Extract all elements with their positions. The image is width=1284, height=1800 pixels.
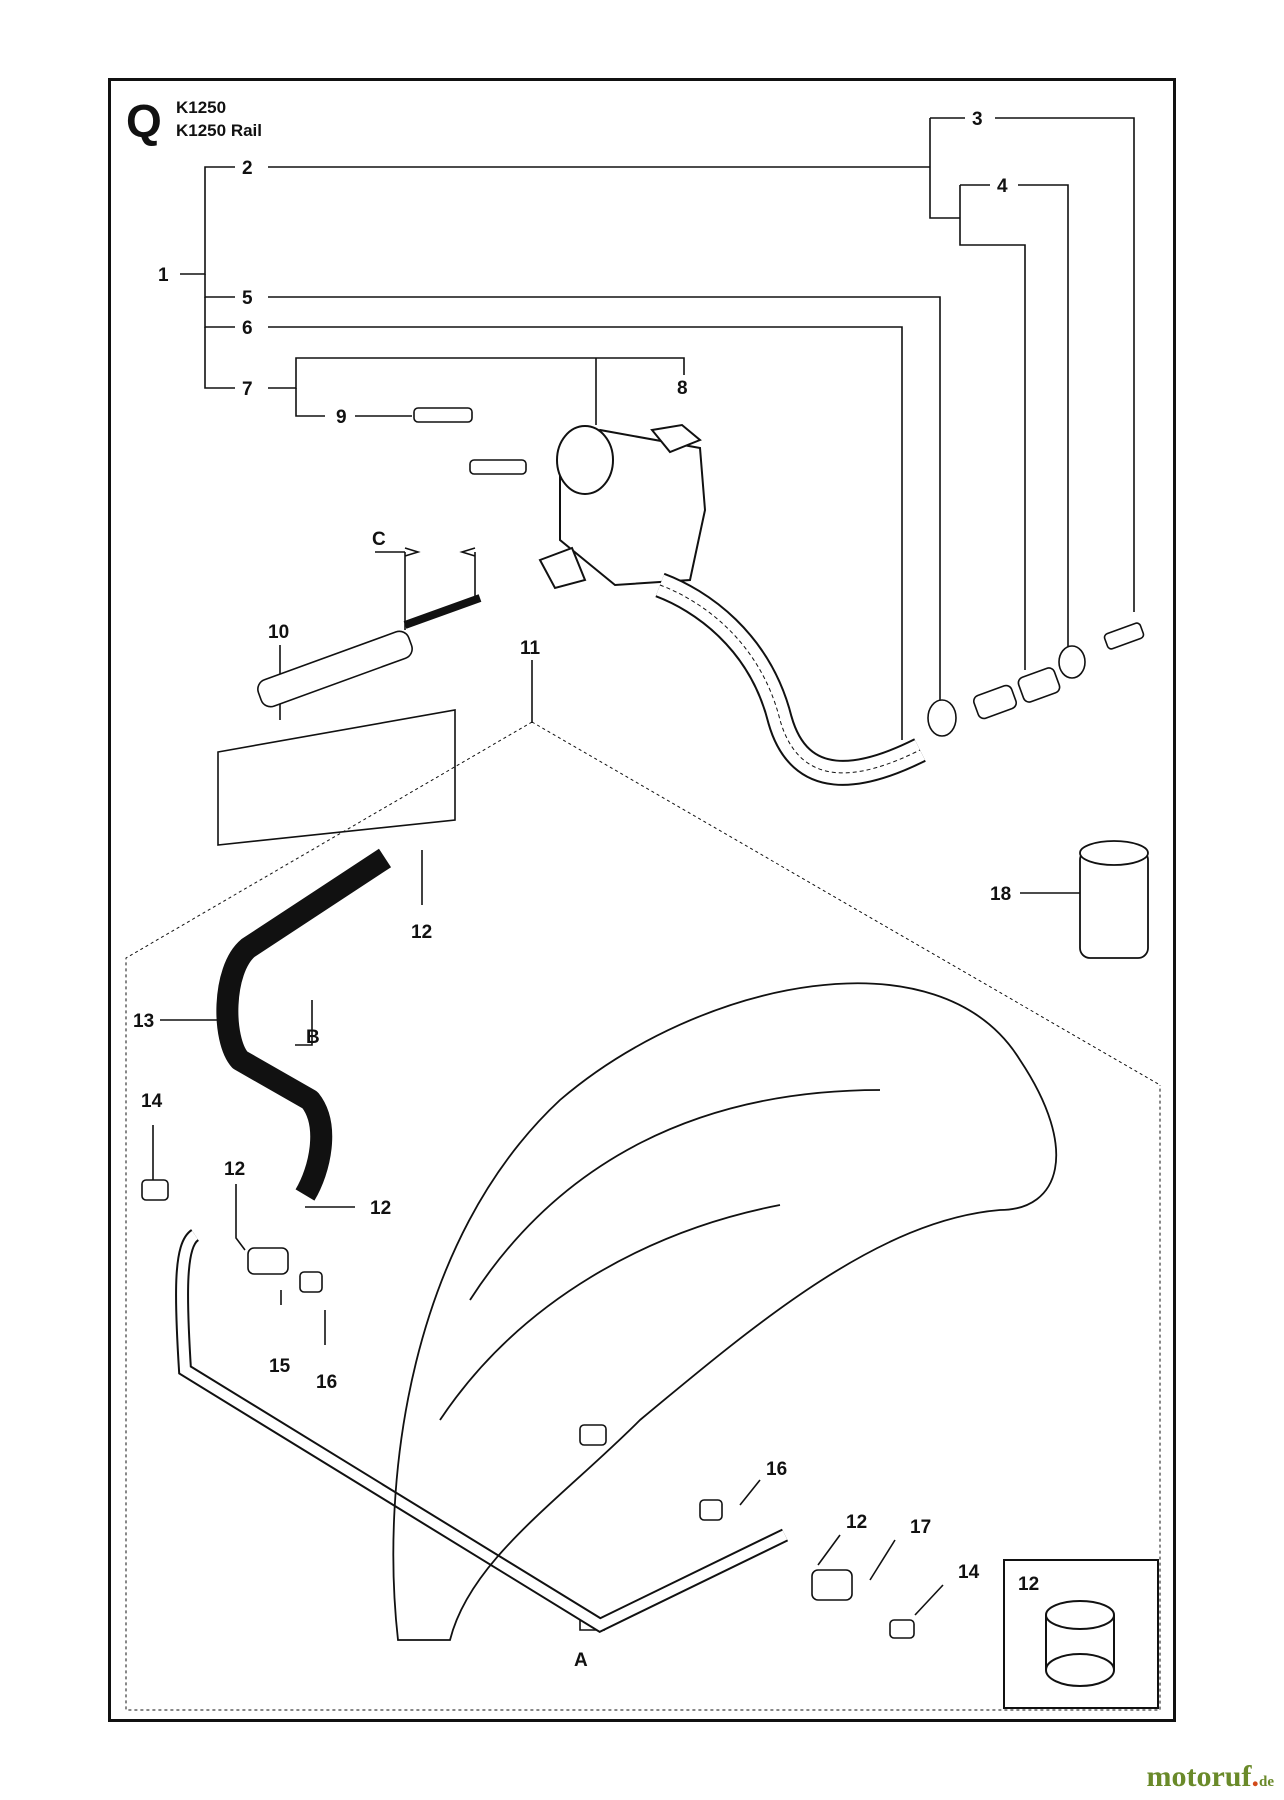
- leader-1-2: [180, 166, 235, 275]
- model-name-1: K1250: [176, 98, 227, 117]
- callout-14-left: 14: [141, 1091, 163, 1112]
- callout-8: 8: [677, 378, 688, 399]
- watermark: motoruf.de: [1146, 1760, 1274, 1793]
- callout-16-right: 16: [766, 1459, 787, 1480]
- blade-guard: [392, 982, 1058, 1641]
- leader-5: [268, 296, 941, 710]
- valve-housing: [538, 423, 707, 590]
- callout-14-right: 14: [958, 1562, 980, 1583]
- hose-13: [216, 848, 392, 1201]
- callout-12-top: 12: [411, 922, 432, 943]
- callout-3: 3: [972, 109, 983, 130]
- inset-box-12: [1003, 1559, 1159, 1709]
- callout-13: 13: [133, 1011, 154, 1032]
- callout-15: 15: [269, 1356, 291, 1377]
- section-letter: Q: [126, 95, 162, 147]
- leader-16-right: [739, 1479, 761, 1506]
- marker-b: B: [306, 1027, 320, 1048]
- leader-14-right: [914, 1584, 944, 1616]
- marker-c: C: [372, 529, 386, 550]
- leader-1-6: [204, 297, 235, 328]
- leader-7-8: [268, 357, 685, 389]
- callout-2: 2: [242, 158, 253, 179]
- water-pipe-a: [175, 1229, 789, 1633]
- leader-1-7: [204, 327, 235, 389]
- outline-box-10: [217, 709, 456, 846]
- callout-4: 4: [997, 176, 1008, 197]
- callout-1: 1: [158, 265, 169, 286]
- callout-16-left: 16: [316, 1372, 337, 1393]
- model-name-2: K1250 Rail: [176, 121, 262, 140]
- leader-1-5: [204, 274, 235, 298]
- callout-11: 11: [520, 638, 541, 659]
- leader-3-bracket: [929, 118, 960, 219]
- dashed-outline-11: [125, 721, 1161, 1711]
- screws-9: [413, 407, 527, 475]
- callout-10: 10: [268, 622, 289, 643]
- leader-6: [268, 326, 903, 740]
- callout-12-right: 12: [846, 1512, 867, 1533]
- callout-17: 17: [910, 1517, 931, 1538]
- watermark-suffix: de: [1259, 1774, 1274, 1790]
- leader-9: [295, 388, 412, 417]
- callout-12-mid: 12: [370, 1198, 391, 1219]
- leader-b: [295, 1000, 313, 1046]
- hose-spring-10: [257, 594, 482, 708]
- callout-7: 7: [242, 379, 253, 400]
- leader-12-left: [235, 1184, 246, 1251]
- marker-a: A: [574, 1650, 588, 1671]
- lower-fittings: [141, 1179, 915, 1639]
- watermark-main: motoruf: [1146, 1760, 1252, 1793]
- fittings-3-6: [927, 622, 1145, 737]
- leader-12-right: [817, 1534, 841, 1566]
- inset-clamp-12: [1045, 1600, 1115, 1687]
- callout-9: 9: [336, 407, 347, 428]
- callout-18: 18: [990, 884, 1011, 905]
- callout-5: 5: [242, 288, 253, 309]
- leader-4: [960, 184, 1069, 650]
- leader-17: [869, 1539, 896, 1581]
- dimension-c: [375, 547, 476, 630]
- coupling-18: [1079, 840, 1149, 959]
- callout-12-left: 12: [224, 1159, 245, 1180]
- leader-3: [930, 117, 1135, 612]
- leader-4-bracket: [959, 185, 1026, 670]
- inset-label-12: 12: [1018, 1574, 1039, 1595]
- callout-6: 6: [242, 318, 253, 339]
- diagram-frame: [108, 78, 1176, 1722]
